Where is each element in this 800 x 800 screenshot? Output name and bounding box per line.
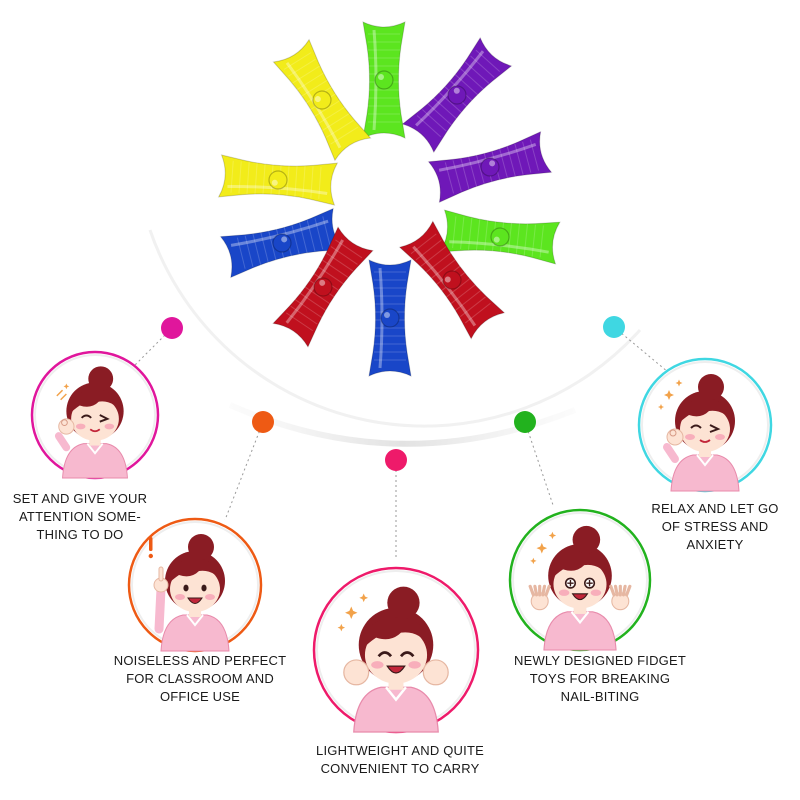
caption-line: RELAX AND LET GO — [651, 501, 779, 516]
caption-lightweight: LIGHTWEIGHT AND QUITE CONVENIENT TO CARR… — [290, 742, 510, 778]
fidget-tube — [401, 36, 513, 154]
sparkle-icon — [359, 593, 369, 603]
marble — [312, 90, 332, 110]
face — [553, 559, 607, 609]
caption-attention: SET AND GIVE YOUR ATTENTION SOME- THING … — [0, 490, 160, 544]
marble — [374, 70, 394, 90]
sparkle-icon — [658, 404, 664, 410]
face — [680, 406, 730, 452]
girl-character — [148, 534, 230, 652]
girl-character — [658, 374, 740, 492]
fidget-tube — [427, 130, 553, 204]
dashed-connector — [224, 421, 264, 521]
face — [364, 626, 428, 684]
connector-dot — [385, 449, 407, 471]
fidget-tube — [272, 226, 374, 348]
hair-bun — [188, 534, 214, 560]
dashed-connector — [524, 421, 554, 506]
caption-line: CONVENIENT TO CARRY — [320, 761, 480, 776]
connector-dot — [161, 317, 183, 339]
caption-line: NEWLY DESIGNED FIDGET — [513, 653, 687, 668]
hair-bun — [698, 374, 724, 400]
sparkle-icon — [345, 606, 358, 619]
caption-line: LIGHTWEIGHT AND QUITE — [316, 743, 484, 758]
sparkle-icon — [63, 383, 70, 390]
marble — [268, 170, 288, 190]
connector-dot — [252, 411, 274, 433]
feature-circle — [637, 357, 773, 493]
feature-circle — [127, 517, 263, 653]
hair-bun — [572, 525, 601, 554]
girl-character — [528, 525, 632, 651]
connector-dot — [603, 316, 625, 338]
fidget-tube — [439, 209, 561, 265]
caption-line: OFFICE USE — [159, 689, 240, 704]
girl-character — [54, 366, 128, 479]
marble — [272, 233, 292, 253]
fidget-tube — [368, 259, 412, 377]
caption-line: NOISELESS AND PERFECT — [113, 653, 287, 668]
fidget-tube — [362, 21, 406, 139]
caption-line: SET AND GIVE YOUR — [12, 491, 148, 506]
dashed-connector — [613, 326, 669, 373]
sparkle-icon — [337, 623, 346, 632]
caption-line: THING TO DO — [36, 527, 124, 542]
sparkle-icon — [548, 531, 557, 540]
feature-circles — [30, 350, 773, 734]
hair-bun — [387, 586, 420, 619]
sparkle-icon — [530, 557, 537, 565]
marble — [313, 277, 333, 297]
connector-dot — [514, 411, 536, 433]
caption-line: NAIL-BITING — [560, 689, 640, 704]
fidget-tube — [272, 38, 372, 162]
sparkle-icon — [675, 379, 683, 387]
fidget-tube — [217, 154, 339, 206]
marble — [480, 157, 500, 177]
face — [71, 396, 119, 441]
face — [170, 566, 220, 612]
caption-line: ATTENTION SOME- — [19, 509, 141, 524]
caption-line: ANXIETY — [686, 537, 744, 552]
caption-line: TOYS FOR BREAKING — [529, 671, 671, 686]
exclamation-icon — [149, 537, 153, 551]
marble — [442, 270, 462, 290]
caption-noiseless: NOISELESS AND PERFECT FOR CLASSROOM AND … — [90, 652, 310, 706]
caption-line: FOR CLASSROOM AND — [126, 671, 274, 686]
fidget-tube — [398, 220, 506, 340]
fidget-tubes — [217, 21, 561, 377]
feature-circle — [312, 566, 480, 734]
girl-character — [337, 586, 449, 733]
marble — [380, 308, 400, 328]
sparkle-icon — [536, 542, 548, 554]
caption-relax: RELAX AND LET GO OF STRESS AND ANXIETY — [630, 500, 800, 554]
feature-circle — [508, 508, 652, 652]
caption-nail-biting: NEWLY DESIGNED FIDGET TOYS FOR BREAKING … — [490, 652, 710, 706]
caption-line: OF STRESS AND — [661, 519, 769, 534]
marble — [447, 85, 467, 105]
feature-circle — [30, 350, 160, 480]
hair-bun — [88, 366, 114, 392]
marble — [490, 227, 510, 247]
sparkle-icon — [664, 390, 674, 400]
connectors — [129, 316, 669, 560]
